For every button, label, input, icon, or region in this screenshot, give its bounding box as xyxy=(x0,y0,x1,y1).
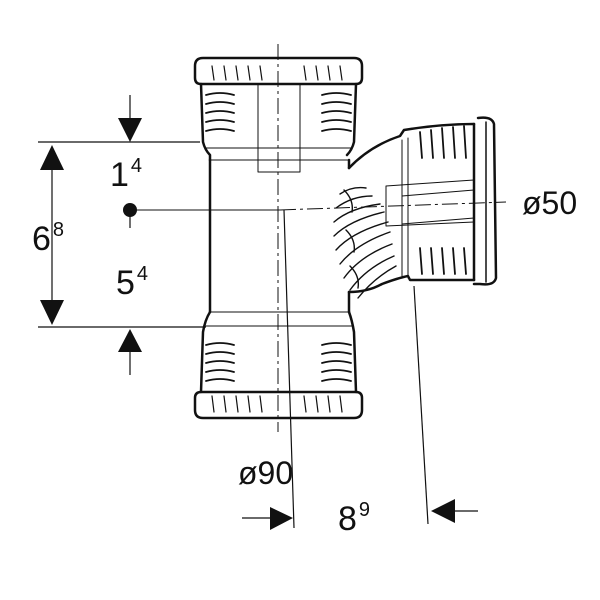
branch-horizontal-centerline xyxy=(279,201,507,211)
lower-dimension-arrow xyxy=(118,329,142,352)
branch-ribs-bottom xyxy=(419,247,467,275)
junction-hatching-2 xyxy=(343,189,360,289)
branch-internal-slot xyxy=(385,179,475,227)
total-dimension-arrow-bottom xyxy=(40,300,64,325)
junction-hatching xyxy=(333,186,397,299)
bottom-dim-left-arrow xyxy=(270,507,293,530)
branch-diameter-label: ø50 xyxy=(522,185,577,221)
branch-inner-lines xyxy=(401,137,475,279)
branch-outer-wall xyxy=(347,122,476,294)
dimension-lines xyxy=(38,95,478,529)
lower-body-inner xyxy=(205,311,353,327)
upper-dimension-arrow xyxy=(118,118,142,142)
upper-ribs-right xyxy=(321,92,352,132)
branch-ribs-top xyxy=(419,125,467,159)
upper-ribs-left xyxy=(205,92,235,132)
top-socket-ribs xyxy=(211,65,343,81)
lower-ribs-right xyxy=(321,342,352,382)
branch-pipe xyxy=(333,116,498,299)
upper-internal-slot xyxy=(257,83,301,173)
upper-body-inner xyxy=(205,147,353,161)
branch-socket-collar xyxy=(472,116,498,286)
main-pipe xyxy=(193,56,364,420)
main-diameter-label: ø90 xyxy=(238,455,293,491)
bottom-socket-collar xyxy=(193,390,364,420)
lower-ribs-left xyxy=(205,342,235,382)
dimension-arrows xyxy=(40,118,455,530)
bottom-socket-ribs xyxy=(211,395,343,413)
bottom-dim-right-arrow xyxy=(431,499,455,523)
main-diameter-leader xyxy=(283,209,295,529)
reference-point-marker xyxy=(123,203,137,217)
lower-body-wall xyxy=(199,310,358,394)
center-lines xyxy=(130,44,507,432)
total-dimension-arrow-top xyxy=(40,145,64,170)
branch-offset-leader xyxy=(413,285,429,525)
upper-body-wall xyxy=(199,82,358,162)
